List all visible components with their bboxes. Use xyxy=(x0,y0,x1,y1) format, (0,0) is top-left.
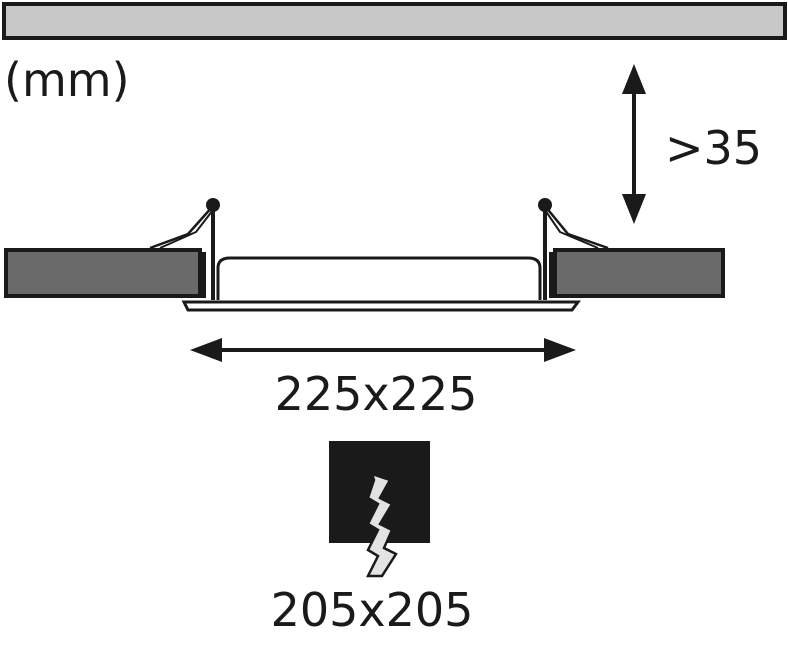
cutout-icon xyxy=(329,441,430,578)
unit-label: (mm) xyxy=(4,53,130,107)
panel-dimension-label: 225x225 xyxy=(275,367,478,421)
clearance-arrow xyxy=(622,64,646,224)
ceiling-board-left xyxy=(4,248,202,298)
ceiling-slab xyxy=(2,2,787,40)
drill-bit-icon xyxy=(365,472,398,578)
panel-dimension-arrow xyxy=(190,338,576,362)
spring-clip-right xyxy=(538,198,609,300)
ceiling-board-right xyxy=(553,248,725,298)
cutout-dimension-label: 205x205 xyxy=(271,583,474,637)
luminaire xyxy=(181,252,581,312)
spring-clip-left xyxy=(149,198,220,300)
clearance-label: >35 xyxy=(665,121,762,175)
